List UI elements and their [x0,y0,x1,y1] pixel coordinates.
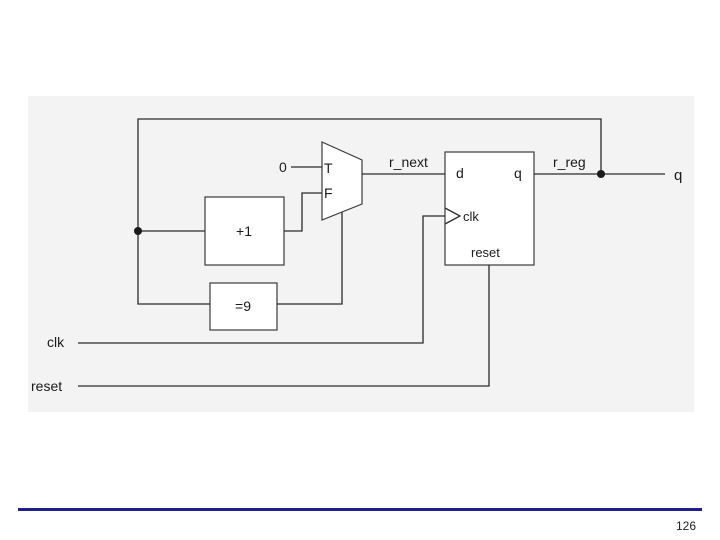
register-clk-label: clk [463,209,479,224]
constant-zero-label: 0 [279,159,287,175]
reset-wire [78,265,490,387]
incrementer-to-mux-wire [284,192,322,232]
bus-junction-node [134,227,142,235]
footer-rule [18,508,702,511]
mux-true-label: T [324,160,333,176]
diagram-background [28,96,694,412]
register-d-label: d [456,165,464,181]
register-reset-label: reset [471,245,500,260]
register-q-label: q [514,165,522,181]
comparator-box [209,282,278,331]
comparator-to-mux-select-wire [277,203,343,305]
register-box [444,151,535,266]
incrementer-label: +1 [236,223,252,239]
output-junction-node [597,170,605,178]
r-reg-label: r_reg [553,154,586,170]
mux-false-label: F [324,185,333,201]
comparator-label: =9 [235,298,251,314]
r-next-label: r_next [389,154,428,170]
incrementer-box [204,196,285,266]
page-number: 126 [675,519,696,533]
feedback-wire [137,118,602,305]
reset-input-label: reset [31,378,62,394]
output-q-label: q [674,167,682,184]
clk-wire [78,215,445,344]
clock-input-triangle [444,207,462,225]
multiplexer [321,141,363,221]
clk-input-label: clk [47,334,65,350]
